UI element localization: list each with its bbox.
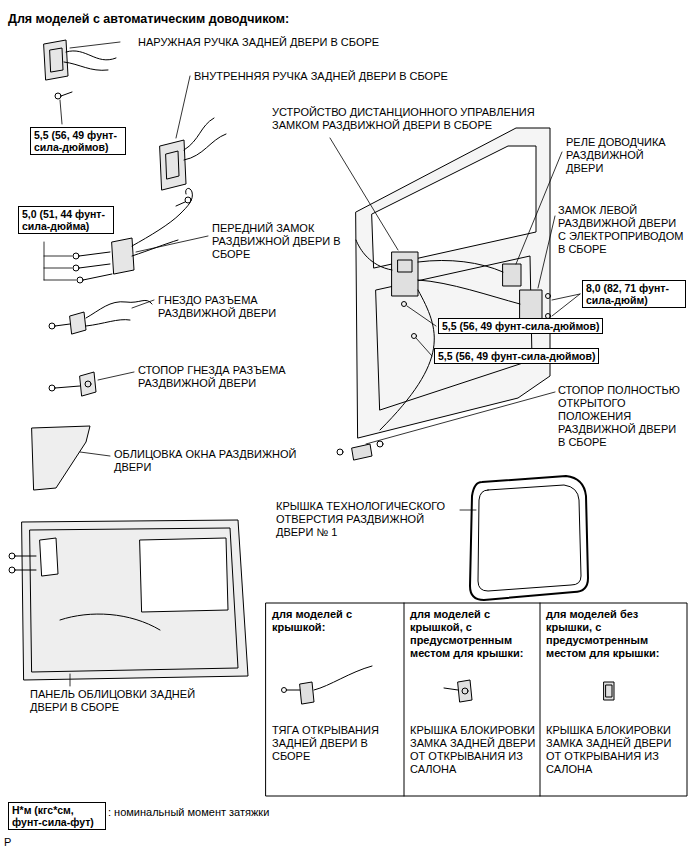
socket-stopper: [49, 372, 134, 396]
front-lock: [44, 188, 208, 283]
part-label: ТЯГА ОТКРЫВАНИЯ ЗАДНЕЙ ДВЕРИ В СБОРЕ: [272, 724, 398, 763]
part-label: P: [4, 836, 24, 849]
torque-value: 5,5 (56, 49 фунт-сила-дюймов): [442, 320, 599, 332]
part-label: ВНУТРЕННЯЯ РУЧКА ЗАДНЕЙ ДВЕРИ В СБОРЕ: [194, 70, 524, 83]
legend-sample-box: Н*м (кгс*см, фунт-сила-фут): [8, 802, 106, 830]
legend-text: : номинальный момент затяжки: [108, 806, 278, 819]
outside-handle: [44, 40, 120, 124]
part-label: ПЕРЕДНИЙ ЗАМОК РАЗДВИЖНОЙ ДВЕРИ В СБОРЕ: [212, 222, 342, 261]
part-label: ЗАМОК ЛЕВОЙ РАЗДВИЖНОЙ ДВЕРИ С ЭЛЕКТРОПР…: [558, 204, 686, 256]
part-label: ОБЛИЦОВКА ОКНА РАЗДВИЖНОЙ ДВЕРИ: [114, 448, 314, 474]
part-label: КРЫШКА БЛОКИРОВКИ ЗАМКА ЗАДНЕЙ ДВЕРИ ОТ …: [410, 724, 536, 776]
torque-box: 5,5 (56, 49 фунт-сила-дюймов): [30, 127, 126, 155]
window-trim: [32, 426, 110, 490]
inside-handle: [160, 76, 226, 206]
torque-value: 8,0 (82, 71 фунт-сила-дюйм): [586, 282, 682, 306]
hole-cover: [460, 476, 588, 600]
torque-value: 5,5 (56, 49 фунт-сила-дюймов): [34, 129, 122, 153]
part-label: РЕЛЕ ДОВОДЧИКА РАЗДВИЖНОЙ ДВЕРИ: [566, 136, 684, 175]
diagram-title: Для моделей с автоматическим доводчиком:: [8, 12, 289, 27]
table-header: для моделей без крышки, с предусмотренны…: [546, 608, 682, 660]
table-header: для моделей с крышкой:: [272, 608, 398, 634]
part-label: ГНЕЗДО РАЗЪЕМА РАЗДВИЖНОЙ ДВЕРИ: [158, 294, 308, 320]
torque-value: Н*м (кгс*см, фунт-сила-фут): [12, 804, 102, 828]
torque-box: 8,0 (82, 71 фунт-сила-дюйм): [582, 280, 686, 308]
torque-value: 5,0 (51, 44 фунт-сила-дюйма): [22, 208, 110, 232]
part-label: СТОПОР ПОЛНОСТЬЮ ОТКРЫТОГО ПОЛОЖЕНИЯ РАЗ…: [558, 384, 686, 449]
torque-box: 5,5 (56, 49 фунт-сила-дюймов): [434, 348, 599, 364]
torque-value: 5,5 (56, 49 фунт-сила-дюймов): [438, 350, 595, 362]
door-trim-panel: [9, 520, 248, 686]
table-header: для моделей с крышкой, с предусмотренным…: [410, 608, 536, 660]
part-label: СТОПОР ГНЕЗДА РАЗЪЕМА РАЗДВИЖНОЙ ДВЕРИ: [138, 364, 338, 390]
torque-box: 5,5 (56, 49 фунт-сила-дюймов): [438, 318, 603, 334]
part-label: УСТРОЙСТВО ДИСТАНЦИОННОГО УПРАВЛЕНИЯ ЗАМ…: [272, 106, 557, 132]
torque-box: 5,0 (51, 44 фунт-сила-дюйма): [18, 206, 114, 234]
part-label: НАРУЖНАЯ РУЧКА ЗАДНЕЙ ДВЕРИ В СБОРЕ: [138, 36, 468, 49]
sliding-door: [330, 128, 580, 460]
connector-socket: [49, 300, 154, 334]
variant-table: [266, 603, 687, 796]
part-label: КРЫШКА ТЕХНОЛОГИЧЕСКОГО ОТВЕРСТИЯ РАЗДВИ…: [276, 500, 458, 539]
part-label: ПАНЕЛЬ ОБЛИЦОВКИ ЗАДНЕЙ ДВЕРИ В СБОРЕ: [30, 688, 230, 714]
part-label: КРЫШКА БЛОКИРОВКИ ЗАМКА ЗАДНЕЙ ДВЕРИ ОТ …: [546, 724, 682, 776]
